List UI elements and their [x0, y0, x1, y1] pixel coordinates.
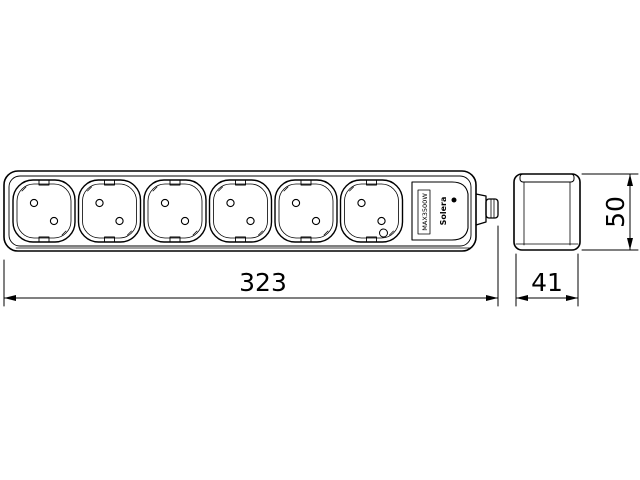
socket-notch [21, 186, 27, 192]
earth-clip-top [366, 179, 377, 186]
socket-notch [258, 230, 263, 236]
socket-notch [127, 230, 132, 236]
pin-hole [95, 198, 104, 208]
socket-frame [274, 179, 338, 243]
socket-notch [349, 186, 354, 192]
length-dimension-value: 323 [239, 268, 287, 297]
length-arrow-left [4, 295, 16, 301]
earth-clip-top [300, 179, 312, 186]
strip-body-outer [3, 170, 477, 252]
socket-row [12, 179, 404, 243]
pin-hole [115, 216, 124, 226]
socket [143, 179, 207, 243]
pin-hole [291, 198, 301, 208]
height-arrow-bottom [627, 238, 633, 250]
cord-outlet [475, 193, 499, 226]
depth-dimension-value: 41 [531, 268, 563, 297]
socket-indicator [379, 228, 388, 238]
depth-arrow-left [516, 295, 528, 301]
socket-frame [12, 179, 76, 243]
depth-dimension: 41 [515, 253, 579, 307]
socket [77, 179, 142, 243]
pin-hole [226, 198, 235, 208]
cord-plug [485, 198, 499, 219]
socket-frame [339, 179, 404, 243]
socket-notch [61, 230, 67, 236]
socket [12, 179, 76, 243]
pin-hole [311, 216, 321, 226]
socket [339, 179, 404, 243]
earth-clip-top [169, 179, 181, 186]
socket-recess [344, 183, 399, 239]
earth-clip-bottom [366, 236, 377, 243]
socket-recess [147, 183, 203, 239]
height-dimension: 50 [581, 173, 639, 251]
strip-body-inner [8, 175, 472, 247]
socket [274, 179, 338, 243]
earth-clip-bottom [38, 236, 50, 243]
earth-clip-bottom [104, 236, 115, 243]
pin-hole [29, 198, 39, 208]
socket-recess [278, 183, 334, 239]
brand-label: Solera [439, 197, 448, 226]
brand-star-icon [451, 197, 457, 203]
pin-hole [49, 216, 59, 226]
earth-clip-top [38, 179, 50, 186]
earth-clip-bottom [169, 236, 181, 243]
label-plate [417, 189, 431, 235]
pin-hole [357, 198, 366, 208]
strip-side-view: 50 41 [513, 173, 639, 307]
length-dimension: 323 [3, 225, 499, 307]
pin-hole [377, 216, 386, 226]
pin-hole [246, 216, 255, 226]
socket-frame [208, 179, 273, 243]
label-panel-outline [411, 181, 469, 241]
socket-notch [152, 186, 158, 192]
depth-arrow-right [566, 295, 578, 301]
length-arrow-right [486, 295, 498, 301]
socket-recess [213, 183, 268, 239]
earth-clip-top [235, 179, 246, 186]
socket-frame [77, 179, 142, 243]
socket-notch [218, 186, 223, 192]
socket [208, 179, 273, 243]
socket-notch [389, 230, 394, 236]
rating-label: MAX3500W [421, 193, 429, 231]
socket-recess [82, 183, 137, 239]
height-arrow-top [627, 174, 633, 186]
side-top-band [519, 173, 575, 183]
socket-notch [192, 230, 198, 236]
height-dimension-value: 50 [601, 196, 630, 228]
earth-clip-bottom [300, 236, 312, 243]
strip-top-view: Solera MAX3500W 323 [3, 170, 499, 307]
pin-hole [160, 198, 170, 208]
socket-notch [323, 230, 329, 236]
socket-frame [143, 179, 207, 243]
socket-recess [16, 183, 72, 239]
earth-clip-top [104, 179, 115, 186]
socket-notch [87, 186, 92, 192]
earth-clip-bottom [235, 236, 246, 243]
pin-hole [180, 216, 190, 226]
socket-notch [283, 186, 289, 192]
label-panel: Solera MAX3500W [411, 181, 469, 241]
